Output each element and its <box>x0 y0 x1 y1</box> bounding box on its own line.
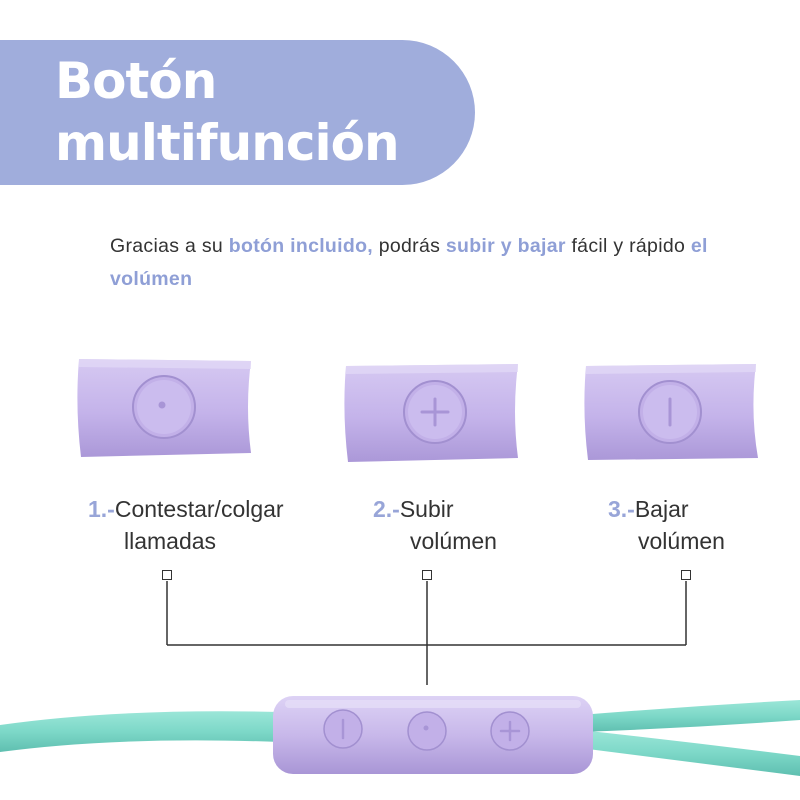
caption-number: 1.- <box>88 496 115 522</box>
intro-text: Gracias a su botón incluido, podrás subi… <box>110 230 770 296</box>
caption-number: 2.- <box>373 496 400 522</box>
plus-icon <box>499 720 521 742</box>
caption-volume-up: 2.-Subir volúmen <box>373 493 497 557</box>
plus-icon <box>420 397 450 427</box>
remote-button-plus <box>490 711 530 751</box>
caption-line-2: volúmen <box>410 528 497 554</box>
marker-volume-down <box>681 570 691 580</box>
dot-icon <box>158 401 166 409</box>
caption-line-2: volúmen <box>638 528 725 554</box>
caption-line-2: llamadas <box>124 528 217 554</box>
caption-volume-down: 3.-Bajar volúmen <box>608 493 725 557</box>
marker-volume-up <box>422 570 432 580</box>
caption-line-1: Subir <box>399 496 454 522</box>
caption-number: 3.- <box>608 496 635 522</box>
remote-button-dot <box>407 711 447 751</box>
inline-remote <box>0 696 800 776</box>
page-title: Botón multifunción <box>55 50 400 174</box>
dot-icon <box>423 725 429 731</box>
caption-line-1: Contestar/colgar <box>114 496 284 522</box>
volume-down-button-closeup <box>584 364 758 460</box>
cable-right-top <box>580 700 800 732</box>
cable-left <box>0 711 280 752</box>
title-line-1: Botón <box>55 52 217 110</box>
volume-up-button-closeup <box>344 364 518 462</box>
intro-part-2: podrás <box>373 235 446 257</box>
caption-answer: 1.-Contestar/colgar llamadas <box>88 493 284 557</box>
intro-part-3: fácil y rápido <box>565 235 691 257</box>
intro-part-1: Gracias a su <box>110 235 229 257</box>
caption-line-1: Bajar <box>634 496 689 522</box>
cable-right-bottom <box>580 730 800 776</box>
title-banner <box>0 40 475 185</box>
remote-button-minus <box>323 709 363 749</box>
intro-highlight-2: subir y bajar <box>445 235 566 257</box>
intro-highlight-1: botón incluido, <box>228 235 373 257</box>
marker-answer <box>162 570 172 580</box>
answer-button-closeup <box>77 359 252 457</box>
intro-highlight-3: el volúmen <box>110 235 708 290</box>
title-line-2: multifunción <box>55 114 400 172</box>
